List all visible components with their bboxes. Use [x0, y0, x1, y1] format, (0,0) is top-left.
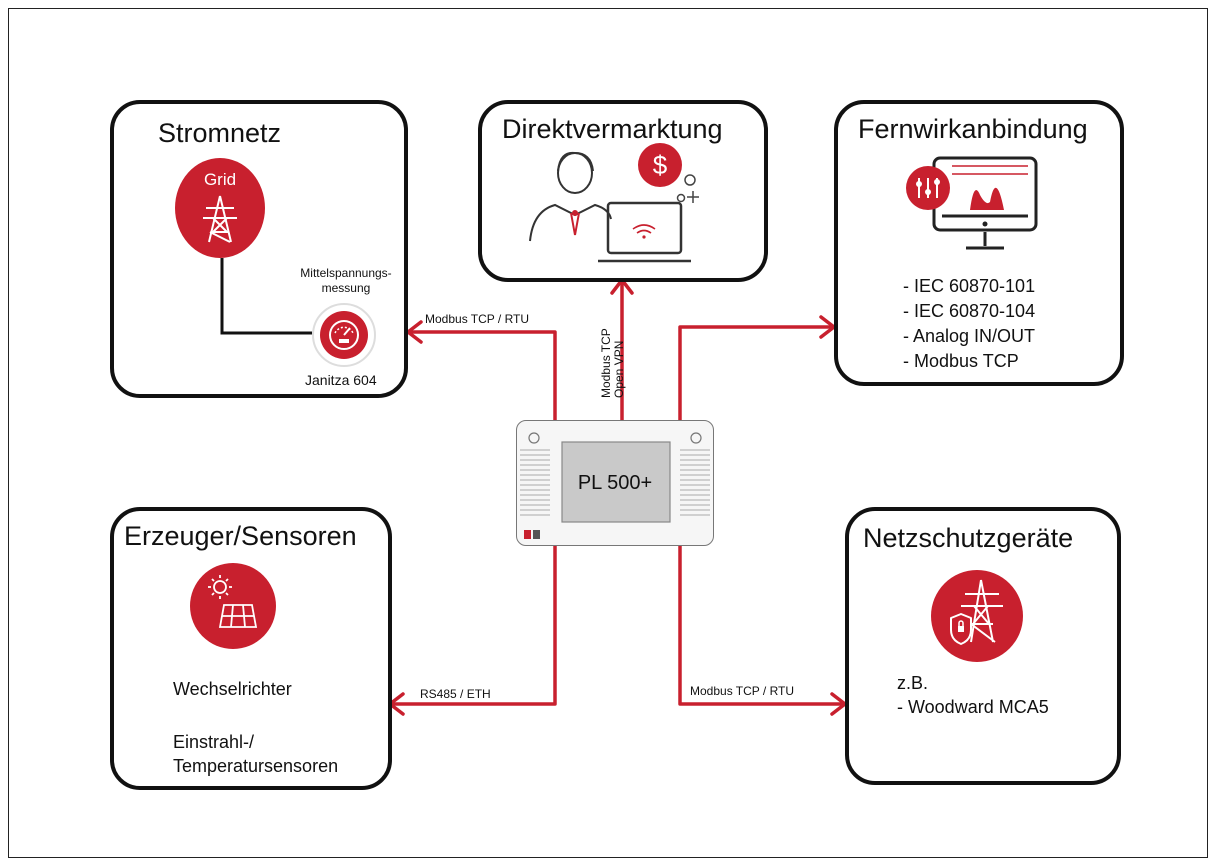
conn-label-netzschutz: Modbus TCP / RTU [690, 684, 795, 698]
solar-circle [190, 563, 276, 649]
person-icon [529, 151, 612, 242]
measure-label-line1: Mittelspannungs- [300, 266, 392, 280]
fernwirk-item-2: - IEC 60870-104 [903, 301, 1036, 321]
sliders-icon [906, 166, 950, 210]
line-to-fernwirk [678, 325, 834, 427]
line-to-stromnetz [408, 330, 557, 427]
conn-label-stromnetz: Modbus TCP / RTU [425, 312, 530, 326]
box-fernwirk: Fernwirkanbindung [834, 100, 1124, 386]
box-title-direktvermarktung: Direktvermarktung [502, 114, 723, 144]
conn-label-erzeuger: RS485 / ETH [420, 687, 491, 701]
solar-panel-icon [208, 575, 258, 628]
fernwirk-illustration [906, 156, 1038, 250]
box-title-erzeuger: Erzeuger/Sensoren [124, 521, 357, 551]
erzeuger-item-2-line2: Temperatursensoren [173, 756, 339, 776]
netzschutz-item-2: - Woodward MCA5 [897, 697, 1049, 717]
direktvermarktung-illustration: $ [529, 143, 699, 263]
grid-label: Grid [203, 170, 237, 189]
protection-circle [931, 570, 1023, 662]
box-title-fernwirk: Fernwirkanbindung [858, 114, 1088, 144]
box-erzeuger: Erzeuger/Sensoren [110, 507, 392, 790]
box-direktvermarktung: Direktvermarktung [478, 100, 768, 282]
meter-gauge-icon [329, 320, 359, 350]
tower-shield-icon [950, 579, 1003, 645]
box-title-stromnetz: Stromnetz [158, 118, 282, 148]
measure-label-line2: messung [321, 281, 371, 295]
monitor-chart-icon [932, 156, 1038, 250]
power-tower-icon [203, 195, 237, 243]
fernwirk-item-4: - Modbus TCP [903, 351, 1019, 371]
conn-label-fernwirk-direkt: Modbus TCP Open VPN [599, 328, 626, 398]
grid-circle: Grid [175, 158, 265, 258]
dollar-coin-icon: $ [638, 143, 699, 203]
measure-label: Mittelspannungs- messung [286, 266, 406, 296]
svg-text:$: $ [653, 150, 668, 180]
line-to-netzschutz [678, 538, 845, 706]
erzeuger-item-1: Wechselrichter [173, 679, 292, 699]
netzschutz-item-1: z.B. [897, 673, 929, 693]
box-stromnetz: Stromnetz [110, 100, 408, 398]
erzeuger-item-2: Einstrahl-/ Temperatursensoren [173, 730, 338, 778]
arrow-to-stromnetz [406, 320, 423, 344]
meter-label: Janitza 604 [305, 372, 377, 388]
conn-label-direkt-line2: Open VPN [612, 340, 626, 398]
outer-frame [8, 8, 1208, 858]
hub-device: PL 500+ [516, 420, 714, 546]
box-title-netzschutz: Netzschutzgeräte [863, 523, 1074, 553]
erzeuger-item-2-line1: Einstrahl-/ [173, 732, 255, 752]
fernwirk-item-3: - Analog IN/OUT [903, 326, 1036, 346]
laptop-icon [598, 201, 691, 263]
fernwirk-item-1: - IEC 60870-101 [903, 276, 1036, 296]
hub-device-body [519, 431, 710, 539]
hub-label: PL 500+ [577, 472, 653, 494]
line-to-erzeuger [390, 538, 557, 706]
meter-badge [312, 303, 376, 367]
